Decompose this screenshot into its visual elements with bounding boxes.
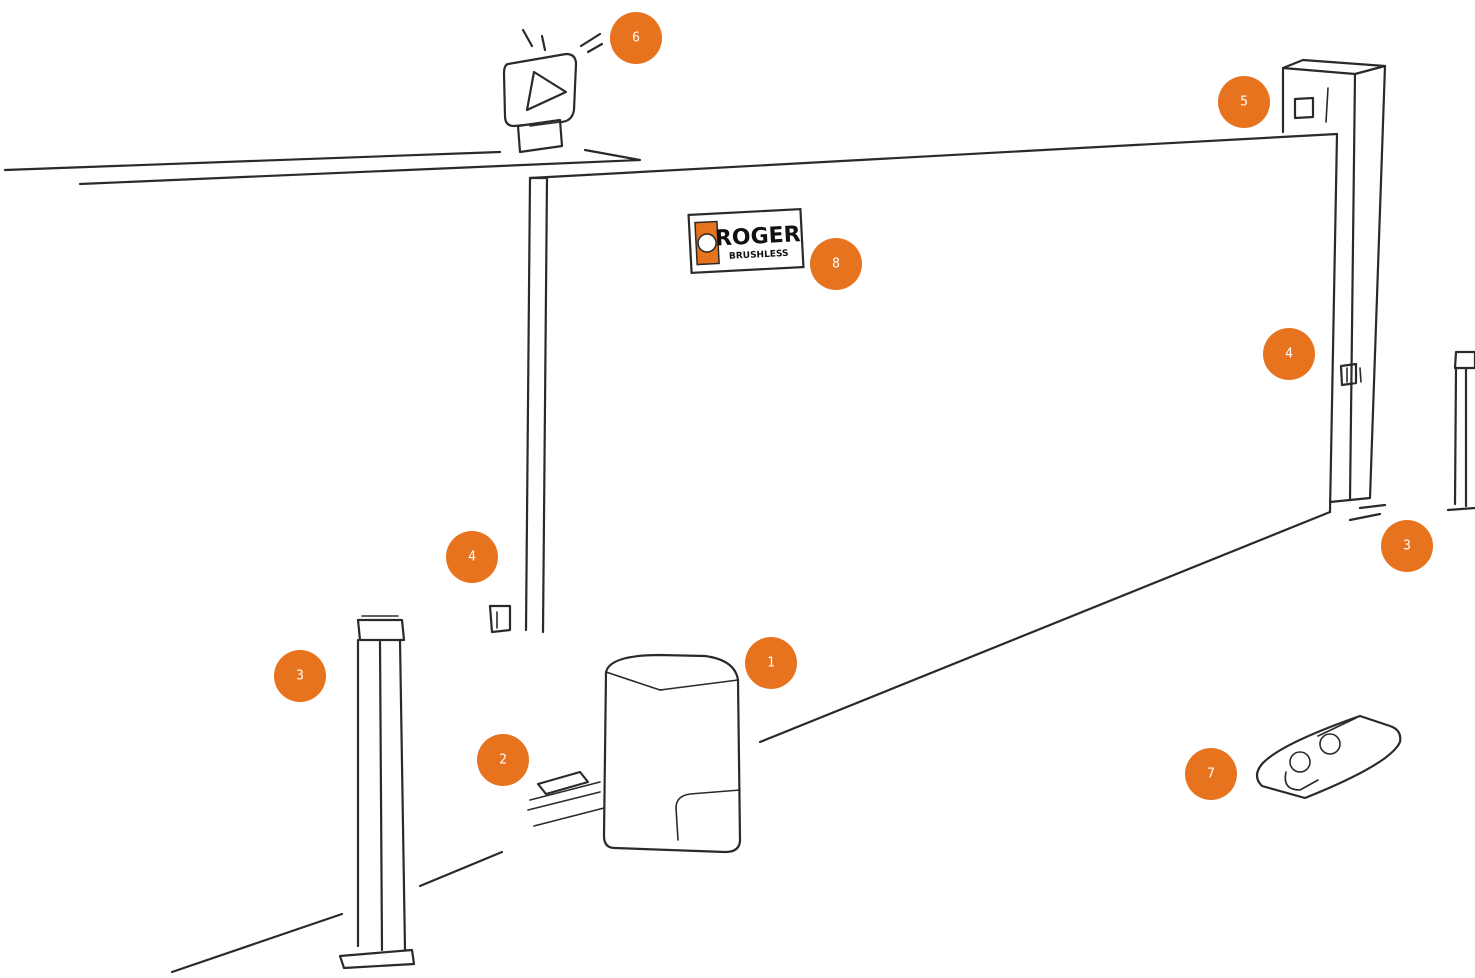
marker-remote-control: 7 <box>1185 748 1237 800</box>
marker-label: 3 <box>296 669 304 684</box>
marker-label: 4 <box>1285 347 1293 362</box>
column-left-device <box>340 616 414 968</box>
marker-logo-plate: 8 <box>810 238 862 290</box>
marker-rack: 2 <box>477 734 529 786</box>
marker-photocell-left: 4 <box>446 531 498 583</box>
gate-motor <box>604 655 740 852</box>
photocell-left-device <box>490 606 510 632</box>
marker-keypad: 5 <box>1218 76 1270 128</box>
marker-column-left: 3 <box>274 650 326 702</box>
marker-label: 8 <box>832 257 840 272</box>
roger-brushless-logo: ROGER BRUSHLESS <box>689 209 804 273</box>
marker-label: 7 <box>1207 767 1215 782</box>
marker-label: 2 <box>499 753 507 768</box>
marker-flashing-light: 6 <box>610 12 662 64</box>
flashing-light-device <box>504 30 602 152</box>
ground-lines <box>172 514 1380 972</box>
marker-label: 4 <box>468 550 476 565</box>
rack-device <box>528 772 604 826</box>
keypad-device <box>1295 88 1328 122</box>
logo-brand: ROGER <box>714 222 801 251</box>
marker-label: 5 <box>1240 95 1248 110</box>
marker-label: 6 <box>632 31 640 46</box>
marker-photocell-right: 4 <box>1263 328 1315 380</box>
column-right-device <box>1448 352 1475 510</box>
sliding-gate <box>526 134 1337 742</box>
marker-label: 1 <box>767 656 775 671</box>
marker-motor: 1 <box>745 637 797 689</box>
marker-label: 3 <box>1403 539 1411 554</box>
remote-control-device <box>1257 716 1400 798</box>
marker-column-right: 3 <box>1381 520 1433 572</box>
